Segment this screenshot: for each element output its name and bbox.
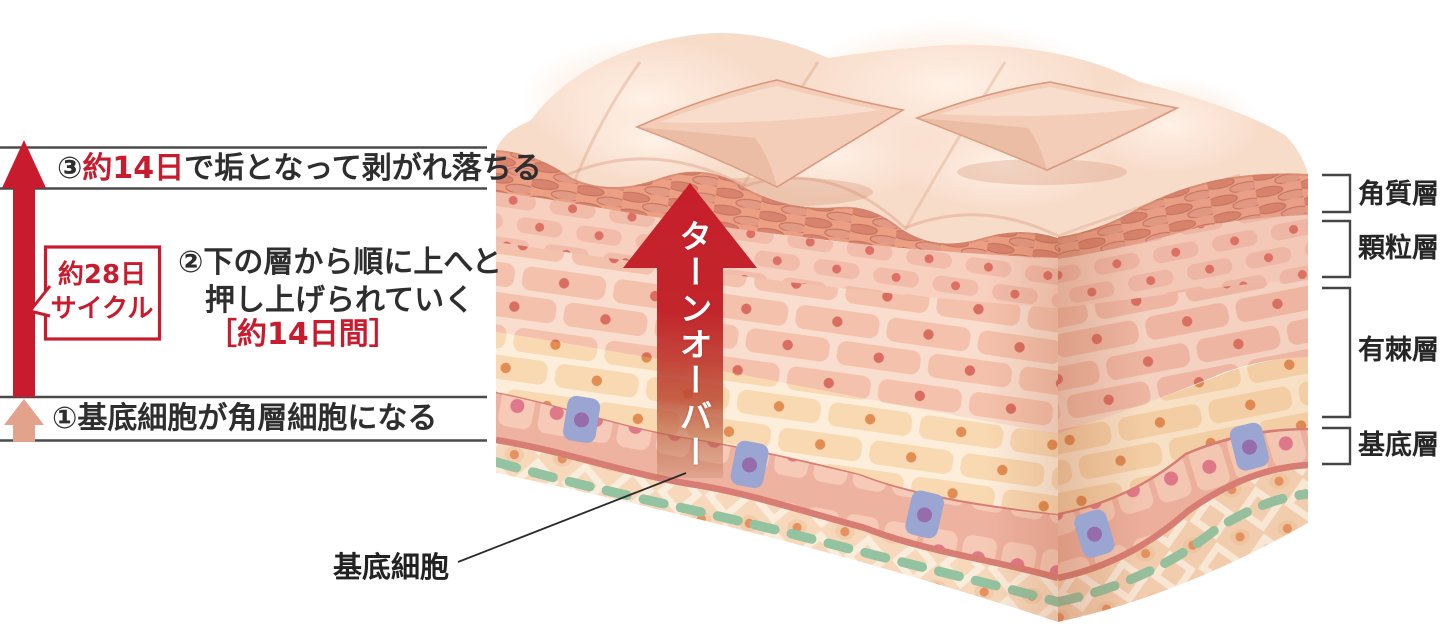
bracket-granular	[1322, 219, 1352, 279]
layer-label-granular: 顆粒層	[1358, 233, 1439, 264]
cycle-arrow-up-icon	[2, 140, 46, 397]
turnover-arrow-label: ターンオーバー	[674, 219, 713, 471]
step3-duration: 約14日	[82, 151, 185, 186]
step1-text: ①基底細胞が角層細胞になる	[52, 401, 438, 436]
skin-block-illustration	[496, 20, 1308, 623]
basal-cell-leader-line	[457, 472, 687, 563]
step3-description: で垢となって剥がれ落ちる	[184, 151, 542, 186]
left-annotation-graphics	[0, 140, 487, 442]
basal-cell-label: 基底細胞	[333, 550, 450, 584]
front-face	[496, 150, 1058, 622]
cycle-badge-text: 約28日 サイクル	[45, 258, 159, 326]
flake-shadow	[957, 159, 1127, 185]
step3-text: ③約14日で垢となって剥がれ落ちる	[57, 151, 542, 187]
cycle-badge-tail	[28, 285, 52, 318]
skin-flake	[914, 81, 1180, 171]
step2-duration: ［約14日間］	[207, 317, 399, 352]
step2-line1: ②下の層から順に上へと	[178, 245, 502, 280]
bracket-basal	[1322, 426, 1352, 466]
bracket-corneum	[1322, 173, 1352, 214]
cycle-badge-line2: サイクル	[50, 294, 154, 324]
layer-label-spinous: 有棘層	[1358, 335, 1439, 366]
bracket-spinous	[1322, 286, 1352, 419]
skin-flake	[634, 79, 906, 188]
cycle-badge-line1: 約28日	[57, 260, 147, 290]
layer-brackets	[1322, 173, 1352, 466]
step3-number: ③	[57, 151, 83, 186]
skin-surface	[496, 20, 1308, 244]
turnover-arrow-icon	[623, 183, 757, 478]
basal-step-arrow-icon	[4, 399, 44, 442]
layer-label-corneum: 角質層	[1358, 179, 1439, 210]
blue-basal-cell	[1074, 422, 1269, 558]
layer-label-basal: 基底層	[1358, 430, 1439, 461]
blue-basal-cell	[563, 395, 944, 539]
step2-line2: 押し上げられていく	[205, 283, 475, 318]
